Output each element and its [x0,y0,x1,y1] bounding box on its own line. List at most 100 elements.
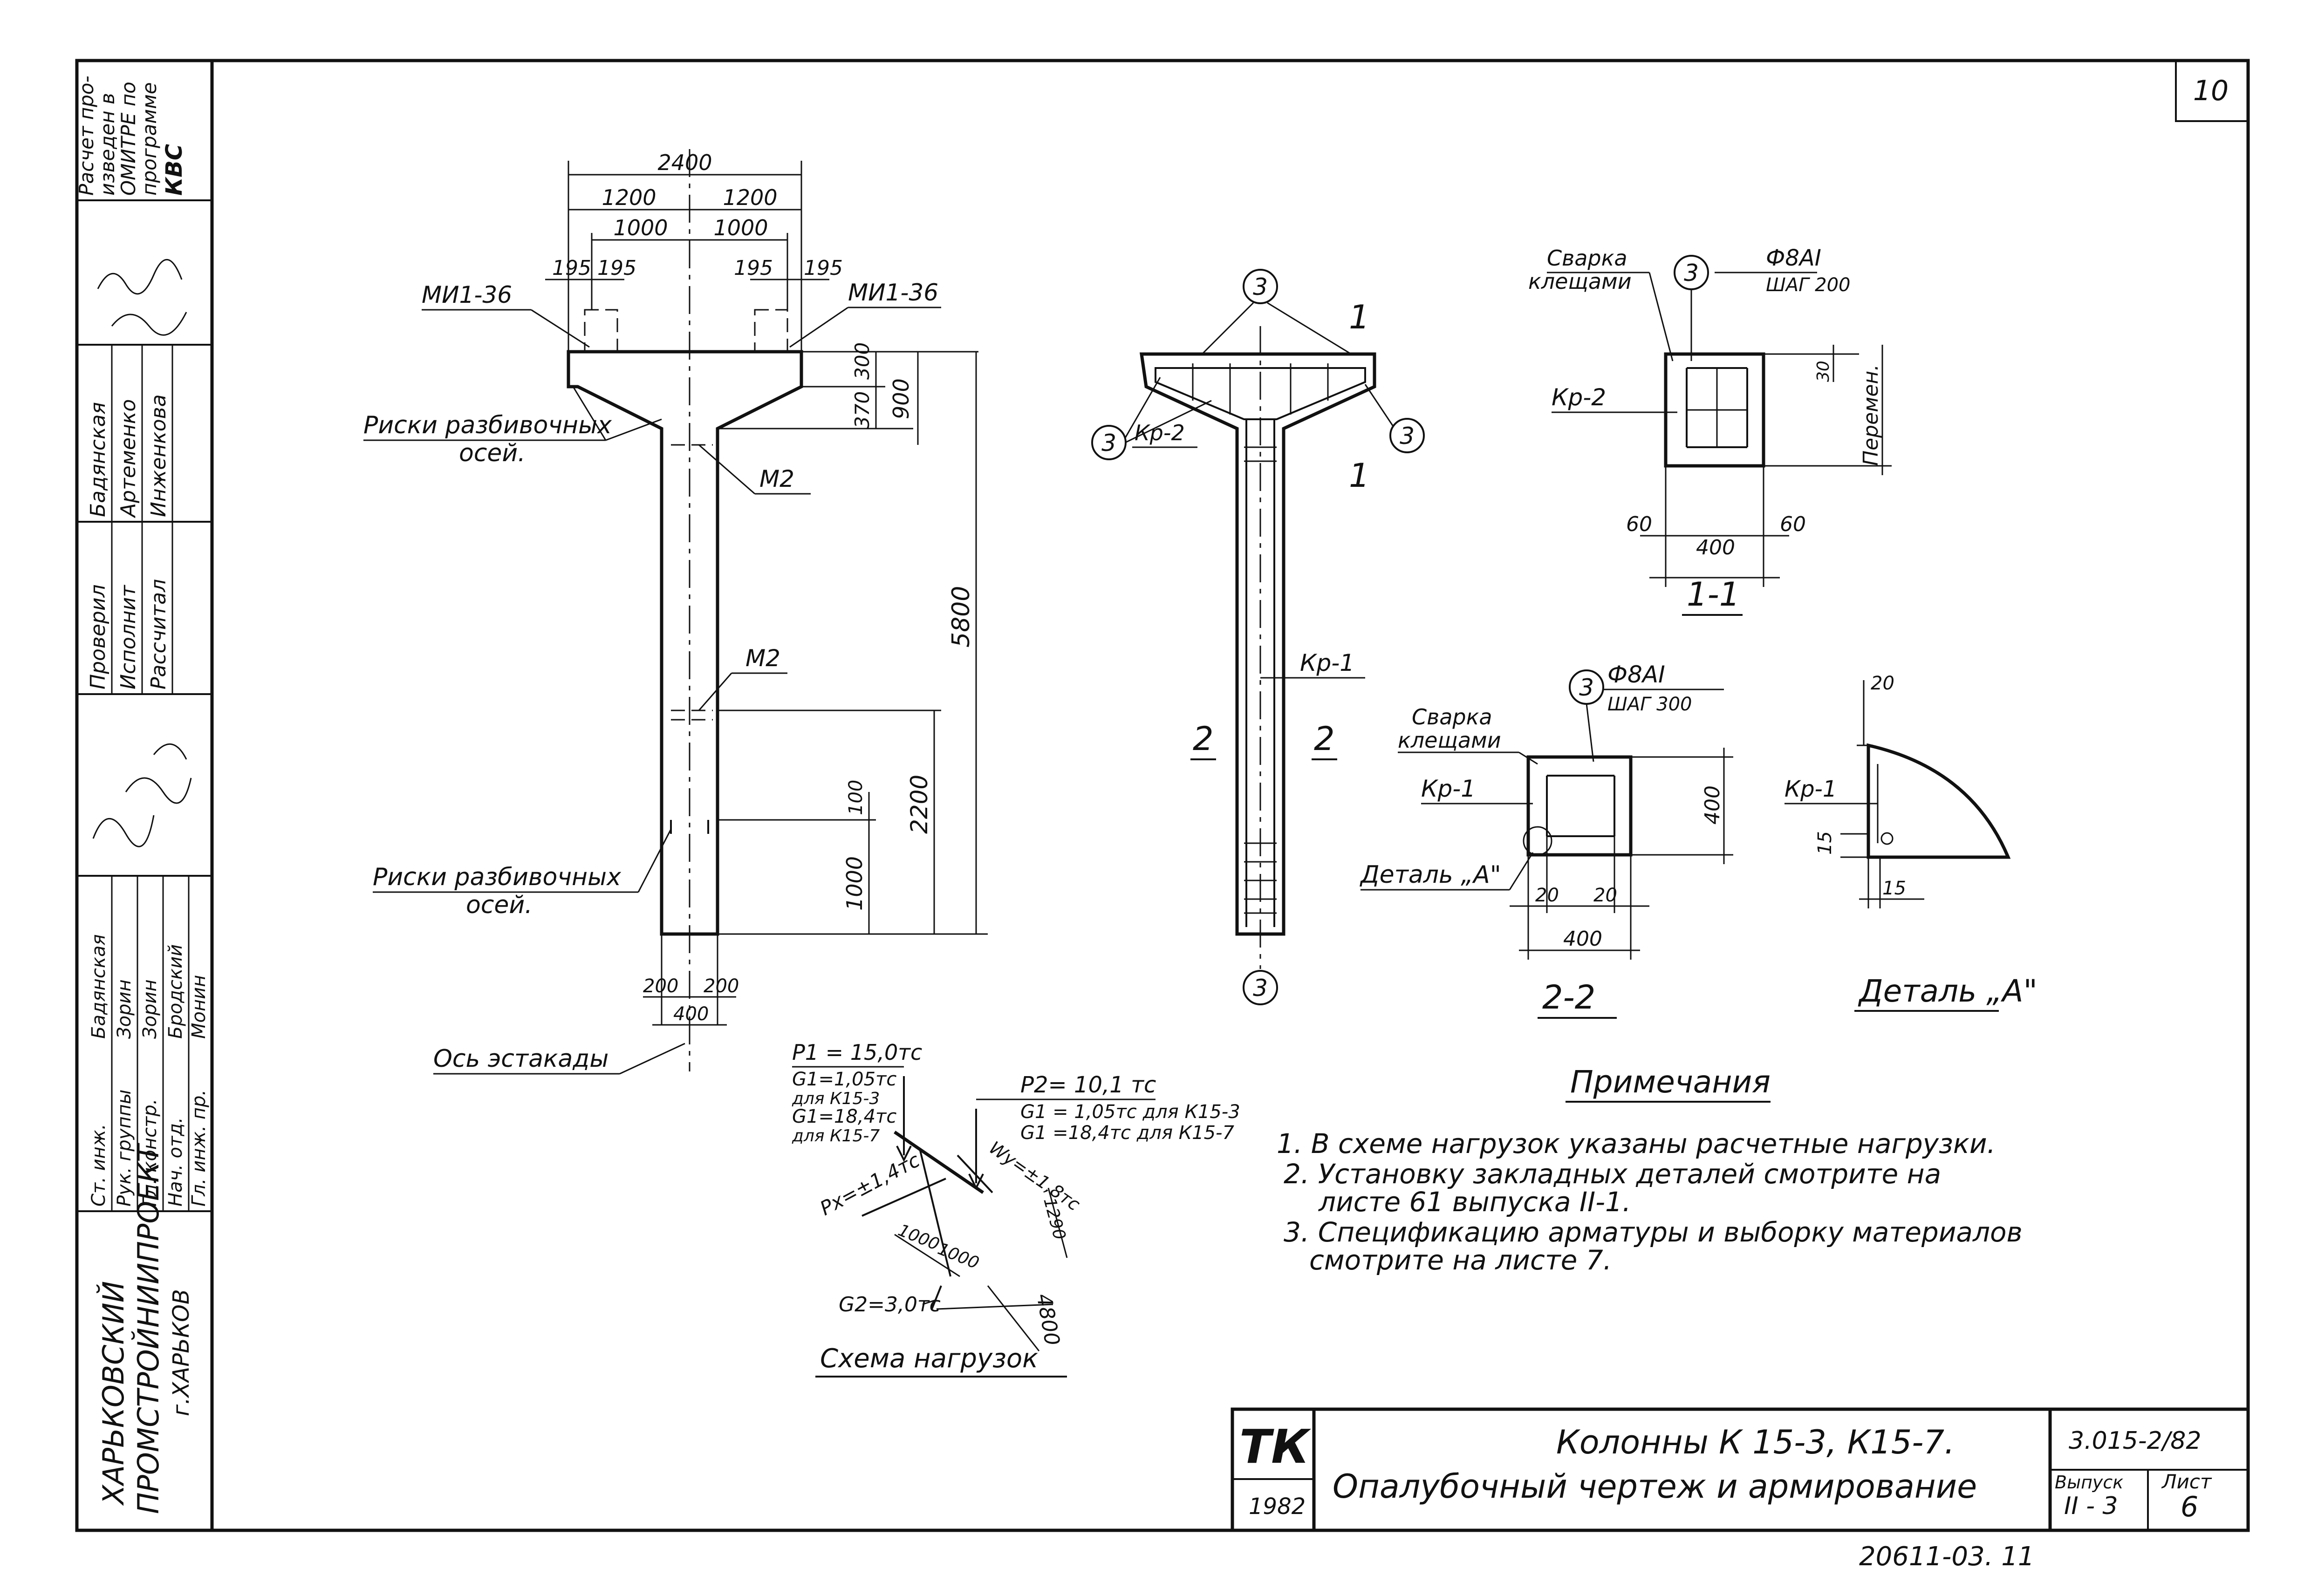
detail-a: 20 Кр-1 15 15 Деталь „А" [1785,673,2038,1012]
name-executed: Артеменко [116,399,140,518]
dim-195-c: 195 [734,256,773,280]
dim-2400: 2400 [657,150,712,175]
load-p2: P2= 10,1 тс [1020,1072,1156,1098]
dim-400: 400 [673,1003,709,1025]
dim-1200-right: 1200 [723,185,777,210]
load-g1a-for: для К15-3 [792,1089,880,1108]
detail-a-title: Деталь „А" [1858,973,2038,1009]
role-chief-constr: Гл. констр. [139,1099,161,1207]
dim-195-a: 195 [552,256,591,280]
name-senior-eng: Бадянская [88,934,109,1039]
dim-1200-left: 1200 [602,185,656,210]
org-name-2: ПРОМСТРОЙНИИПРОЕКТ [131,1143,165,1514]
calc-note-5: КВС [161,144,187,196]
section-2-2-kr1: Кр-1 [1421,775,1476,802]
callout-3-bottom: 3 [1253,975,1268,1002]
name-chief-eng: Монин [188,975,210,1039]
dim-300: 300 [851,342,874,380]
load-beam [894,1131,984,1194]
kr2-label: Кр-2 [1135,420,1185,445]
section-2-right-label: 2 [1314,720,1335,758]
detail-a-dim-20: 20 [1871,673,1894,694]
load-g1b: G1=18,4тс [792,1106,896,1127]
section-1-1-title: 1-1 [1687,575,1740,614]
section-1-1-kr2: Кр-2 [1552,384,1606,411]
signature-scribble [92,743,192,847]
role-executed: Исполнит [116,585,140,689]
axis-marks-label-bottom-2: осей. [466,891,533,919]
dim-200-right: 200 [704,975,739,997]
section-2-2-dim-400-v: 400 [1701,785,1724,825]
load-g2: G2=3,0тс [839,1293,941,1316]
org-name-1: ХАРЬКОВСКИЙ [96,1281,130,1506]
section-1-1: Сварка клещами 3 Ф8АI ШАГ 200 Кр-2 30 Пе… [1528,245,1892,616]
section-2-2-title: 2-2 [1542,978,1595,1016]
page-number: 10 [2193,75,2229,107]
dim-1000: 1000 [842,856,867,911]
name-checked: Бадянская [86,402,110,517]
title-block: ТК 1982 Колонны К 15-3, К15-7. Опалубочн… [1231,1407,2250,1532]
section-1-1-dim-30: 30 [1814,361,1833,382]
kr1-label: Кр-1 [1300,649,1354,676]
dim-2200: 2200 [906,775,933,834]
org-name-3: г.ХАРЬКОВ [168,1289,194,1416]
section-1-top-label: 1 [1349,298,1370,336]
axis-marks-label-bottom-1: Риски разбивочных [373,863,622,891]
detail-a-kr1: Кр-1 [1785,776,1837,802]
load-scheme: P1 = 15,0тс G1=1,05тс для К15-3 G1=18,4т… [792,1040,1240,1378]
section-2-2-callout: 3 [1579,674,1594,701]
section-1-1-dim-60-left: 60 [1626,512,1652,536]
dim-900: 900 [889,378,914,419]
dim-1000-left: 1000 [613,215,668,240]
titleblock-issue-value: II - 3 [2064,1492,2118,1520]
note-line-5: смотрите на листе 7. [1309,1244,1612,1276]
section-2-2: 3 Ф8АI ШАГ 300 Сварка клещами Кр-1 Детал… [1360,661,1733,1019]
load-g1a: G1=1,05тс [792,1069,896,1090]
note-line-4: 3. Спецификацию арматуры и выборку матер… [1284,1216,2023,1248]
section-1-1-dim-400: 400 [1696,536,1735,559]
titleblock-issue-label: Выпуск [2055,1472,2123,1493]
load-g1c: G1 = 1,05тс для К15-3 [1020,1101,1240,1123]
load-wy: Wy=±1,8тс [985,1137,1084,1214]
load-p1: P1 = 15,0тс [792,1040,922,1065]
load-g1d: G1 =18,4тс для К15-7 [1020,1122,1234,1144]
side-stamp: Расчет про- изведен в ОМИТРЕ по программ… [75,75,212,1514]
page-number-box [2175,60,2249,122]
role-dept-head: Нач. отд. [165,1117,186,1207]
name-calculated: Инженкова [147,394,171,517]
callout-3-left: 3 [1101,430,1116,457]
titleblock-sheet-value: 6 [2181,1491,2198,1523]
section-2-2-dim-20-right: 20 [1593,885,1617,906]
sheet-frame [75,59,2250,1532]
name-chief-constr: Зорин [139,979,161,1039]
reinf-column-outline [1139,352,1376,936]
load-g1b-for: для К15-7 [792,1126,880,1146]
callout-3-top: 3 [1253,273,1268,300]
reinforcement-elevation: 3 1 1 3 Кр-2 3 Кр-1 2 2 3 [1091,269,1425,1005]
load-scheme-title: Схема нагрузок [820,1344,1038,1374]
role-senior-eng: Ст. инж. [88,1124,109,1207]
section-2-2-dim-400-h: 400 [1563,927,1602,951]
notes: Примечания 1. В схеме нагрузок указаны р… [1277,1064,2023,1276]
note-line-1: 1. В схеме нагрузок указаны расчетные на… [1277,1128,1996,1159]
callout-3-right: 3 [1400,423,1415,450]
dim-1000-right: 1000 [713,215,768,240]
role-group-lead: Рук. группы [114,1090,135,1207]
dim-5800: 5800 [947,586,975,648]
dim-195-d: 195 [804,256,843,280]
section-1-1-callout: 3 [1684,259,1699,286]
section-1-1-weld-1: Сварка [1547,246,1627,271]
titleblock-title-1: Колонны К 15-3, К15-7. [1556,1423,1955,1461]
dim-100: 100 [845,780,867,815]
dim-200-left: 200 [643,975,678,997]
section-2-2-outline [1526,755,1633,857]
bottom-code: 20611-03. 11 [1859,1541,2034,1572]
notes-title: Примечания [1570,1064,1771,1100]
embed-m2-top: М2 [759,465,794,492]
titleblock-sheet-label: Лист [2161,1470,2212,1493]
name-dept-head: Бродский [165,944,186,1039]
name-group-lead: Зорин [114,979,135,1039]
section-1-1-bar: Ф8АI [1766,245,1821,271]
section-2-2-weld-1: Сварка [1412,704,1492,730]
